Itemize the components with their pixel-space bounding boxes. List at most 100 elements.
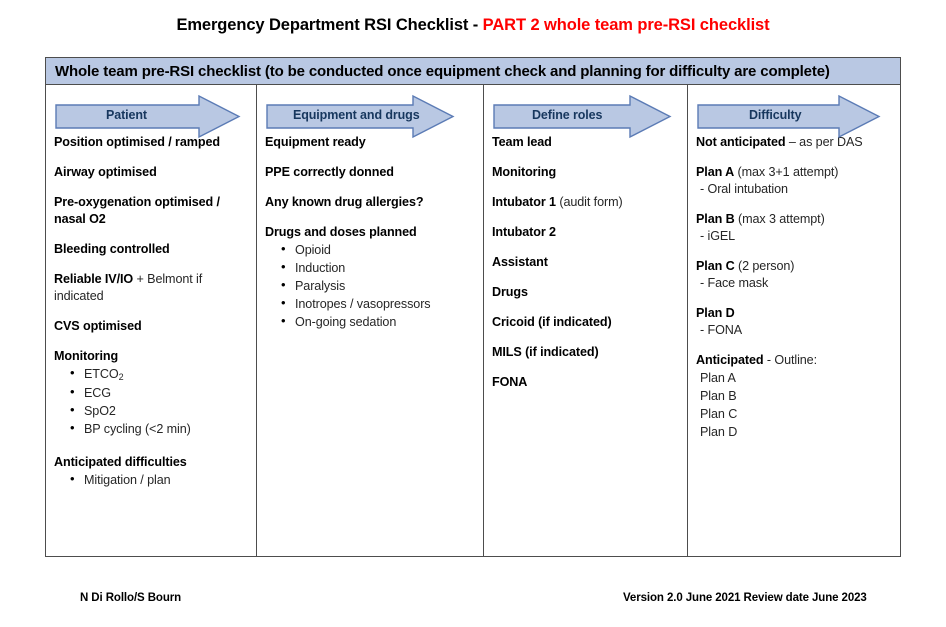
item-bold-text: Any known drug allergies?	[265, 195, 424, 209]
item-normal-text: – as per DAS	[785, 135, 863, 149]
arrow-banner-difficulty: Difficulty	[696, 94, 894, 139]
list-item[interactable]: SpO2	[70, 401, 250, 420]
item-normal-text: (audit form)	[555, 195, 623, 209]
item-bold-text: Team lead	[492, 135, 552, 149]
anticipated-heading: Anticipated - Outline:	[696, 352, 894, 369]
plan-subline: - iGEL	[700, 229, 736, 243]
list-item[interactable]: ECG	[70, 383, 250, 402]
drugs-heading: Drugs and doses planned	[265, 224, 477, 241]
plan-normal-text: (2 person)	[734, 259, 795, 273]
page-title-black: Emergency Department RSI Checklist -	[176, 16, 483, 34]
difficulties-bullet-list: Mitigation / plan	[54, 470, 250, 489]
arrow-label-difficulty: Difficulty	[749, 108, 802, 122]
checklist-table: Whole team pre-RSI checklist (to be cond…	[45, 57, 901, 557]
plan-bold-text: Plan B	[696, 212, 735, 226]
column-equipment-and-drugs: Equipment and drugs Equipment ready PPE …	[257, 85, 484, 556]
drugs-heading-text: Drugs and doses planned	[265, 225, 417, 239]
checklist-item[interactable]: Airway optimised	[54, 164, 250, 181]
outline-line[interactable]: Plan B	[700, 389, 737, 403]
column-define-roles: Define roles Team lead Monitoring Intuba…	[484, 85, 688, 556]
item-bold-text: CVS optimised	[54, 319, 142, 333]
list-item[interactable]: BP cycling (<2 min)	[70, 419, 250, 438]
page-title: Emergency Department RSI Checklist - PAR…	[0, 16, 946, 35]
not-anticipated-item[interactable]: Not anticipated – as per DAS	[696, 134, 894, 151]
checklist-item[interactable]: Equipment ready	[265, 134, 477, 151]
right-arrow-shape	[493, 94, 672, 139]
checklist-item[interactable]: Assistant	[492, 254, 681, 271]
arrow-label-define-roles: Define roles	[532, 108, 603, 122]
item-bold-text: Airway optimised	[54, 165, 157, 179]
checklist-item[interactable]: Monitoring	[492, 164, 681, 181]
footer-authors: N Di Rollo/S Bourn	[80, 592, 182, 604]
anticipated-bold-text: Anticipated	[696, 353, 764, 367]
checklist-banner: Whole team pre-RSI checklist (to be cond…	[46, 58, 900, 85]
right-arrow-shape	[55, 94, 241, 139]
right-arrow-shape	[266, 94, 455, 139]
item-bold-text: Bleeding controlled	[54, 242, 170, 256]
column-patient: Patient Position optimised / ramped Airw…	[46, 85, 257, 556]
checklist-item[interactable]: Team lead	[492, 134, 681, 151]
list-item[interactable]: On-going sedation	[281, 312, 477, 331]
plan-bold-text: Plan C	[696, 259, 735, 273]
list-item[interactable]: ETCO2	[70, 364, 250, 384]
checklist-item[interactable]: PPE correctly donned	[265, 164, 477, 181]
list-item[interactable]: Opioid	[281, 240, 477, 259]
item-bold-text: Drugs	[492, 285, 528, 299]
footer-version: Version 2.0 June 2021 Review date June 2…	[623, 592, 867, 604]
plan-block-b[interactable]: Plan B (max 3 attempt) - iGEL	[696, 211, 894, 245]
arrow-banner-patient: Patient	[54, 94, 250, 139]
item-bold-text: Cricoid (if indicated)	[492, 315, 612, 329]
checklist-item[interactable]: Position optimised / ramped	[54, 134, 250, 151]
arrow-banner-define-roles: Define roles	[492, 94, 681, 139]
monitoring-bullet-list: ETCO2 ECG SpO2 BP cycling (<2 min)	[54, 364, 250, 438]
item-bold-text: PPE correctly donned	[265, 165, 394, 179]
difficulties-heading: Anticipated difficulties	[54, 454, 250, 471]
checklist-item[interactable]: Pre-oxygenation optimised / nasal O2	[54, 194, 250, 228]
right-arrow-shape	[697, 94, 881, 139]
plan-bold-text: Plan D	[696, 306, 735, 320]
outline-line[interactable]: Plan A	[700, 371, 736, 385]
item-bold-text: Not anticipated	[696, 135, 786, 149]
checklist-item[interactable]: Intubator 2	[492, 224, 681, 241]
checklist-item[interactable]: Intubator 1 (audit form)	[492, 194, 681, 211]
plan-heading: Plan C (2 person)	[696, 258, 894, 275]
checklist-item[interactable]: FONA	[492, 374, 681, 391]
list-item[interactable]: Mitigation / plan	[70, 470, 250, 489]
outline-line[interactable]: Plan D	[700, 425, 738, 439]
item-bold-text: Intubator 1	[492, 195, 556, 209]
plan-normal-text: (max 3+1 attempt)	[734, 165, 839, 179]
item-bold-text: Assistant	[492, 255, 548, 269]
arrow-label-patient: Patient	[106, 108, 147, 122]
plan-heading: Plan B (max 3 attempt)	[696, 211, 894, 228]
arrow-banner-equipment: Equipment and drugs	[265, 94, 477, 139]
plan-block-a[interactable]: Plan A (max 3+1 attempt) - Oral intubati…	[696, 164, 894, 198]
outline-line[interactable]: Plan C	[700, 407, 738, 421]
checklist-item[interactable]: Reliable IV/IO + Belmont if indicated	[54, 271, 250, 305]
plan-bold-text: Plan A	[696, 165, 735, 179]
item-bold-text: Monitoring	[492, 165, 557, 179]
arrow-label-equipment: Equipment and drugs	[293, 108, 420, 122]
plan-block-c[interactable]: Plan C (2 person) - Face mask	[696, 258, 894, 292]
checklist-item[interactable]: Drugs	[492, 284, 681, 301]
page-title-red: PART 2 whole team pre-RSI checklist	[482, 16, 770, 34]
item-bold-text: Intubator 2	[492, 225, 556, 239]
difficulties-heading-text: Anticipated difficulties	[54, 455, 187, 469]
plan-block-d[interactable]: Plan D - FONA	[696, 305, 894, 339]
item-bold-text: MILS (if indicated)	[492, 345, 599, 359]
plan-normal-text: (max 3 attempt)	[734, 212, 825, 226]
plan-subline: - Face mask	[700, 276, 769, 290]
list-item[interactable]: Induction	[281, 258, 477, 277]
list-item[interactable]: Inotropes / vasopressors	[281, 294, 477, 313]
item-bold-text: Pre-oxygenation optimised / nasal O2	[54, 195, 220, 226]
list-item[interactable]: Paralysis	[281, 276, 477, 295]
monitoring-heading: Monitoring	[54, 348, 250, 365]
anticipated-normal-text: - Outline:	[763, 353, 817, 367]
checklist-item[interactable]: Bleeding controlled	[54, 241, 250, 258]
checklist-item[interactable]: Any known drug allergies?	[265, 194, 477, 211]
checklist-item[interactable]: MILS (if indicated)	[492, 344, 681, 361]
checklist-columns: Patient Position optimised / ramped Airw…	[46, 85, 900, 556]
checklist-item[interactable]: Cricoid (if indicated)	[492, 314, 681, 331]
item-normal-text: + Belmont if indicated	[54, 272, 203, 303]
checklist-item[interactable]: CVS optimised	[54, 318, 250, 335]
anticipated-outline-block[interactable]: Anticipated - Outline: Plan A Plan B Pla…	[696, 352, 894, 441]
